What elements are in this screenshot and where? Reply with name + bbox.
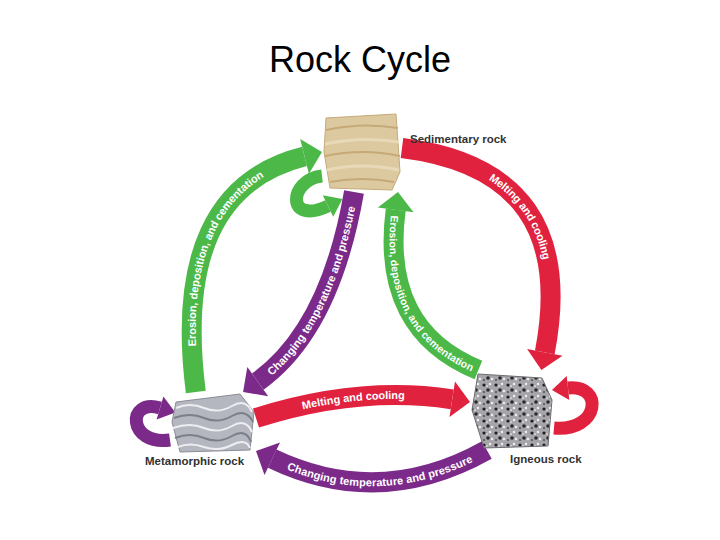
rock-node: Sedimentary rock <box>322 112 402 192</box>
rock-node: Metamorphic rock <box>170 392 256 454</box>
arrow-label: Erosion, deposition, and cementation <box>186 168 266 346</box>
igneous-rock-picture <box>470 370 554 450</box>
arrow-label: Changing temperature and pressure <box>265 205 357 378</box>
sedimentary-rock-picture <box>322 112 402 192</box>
arrow-label: Changing temperature and pressure <box>286 453 474 489</box>
arrow-head <box>256 442 280 475</box>
rock-label: Igneous rock <box>510 452 582 466</box>
green-loop-head <box>323 195 343 217</box>
rock-label: Metamorphic rock <box>145 454 244 468</box>
metamorphic-rock-picture <box>170 392 256 454</box>
arrow-head <box>450 382 471 418</box>
arrow-label: Erosion, deposition, and cementation <box>388 215 476 373</box>
arrow-label: Melting and cooling <box>301 389 405 411</box>
arrow-band <box>258 192 354 382</box>
arrow-head <box>378 192 414 212</box>
cycle-arrow <box>256 382 470 419</box>
red-loop-head <box>552 376 569 400</box>
arrow-label: Melting and cooling <box>487 171 553 260</box>
rock-node: Igneous rock <box>470 370 554 450</box>
arrow-head <box>243 367 268 396</box>
arrow-head <box>527 349 562 370</box>
diagram-title: Rock Cycle <box>0 38 720 82</box>
rock-label: Sedimentary rock <box>410 132 507 146</box>
green-loop <box>296 176 328 211</box>
purple-loop-head <box>157 397 176 420</box>
arrow-head <box>300 139 322 174</box>
cycle-arrow <box>243 192 354 396</box>
